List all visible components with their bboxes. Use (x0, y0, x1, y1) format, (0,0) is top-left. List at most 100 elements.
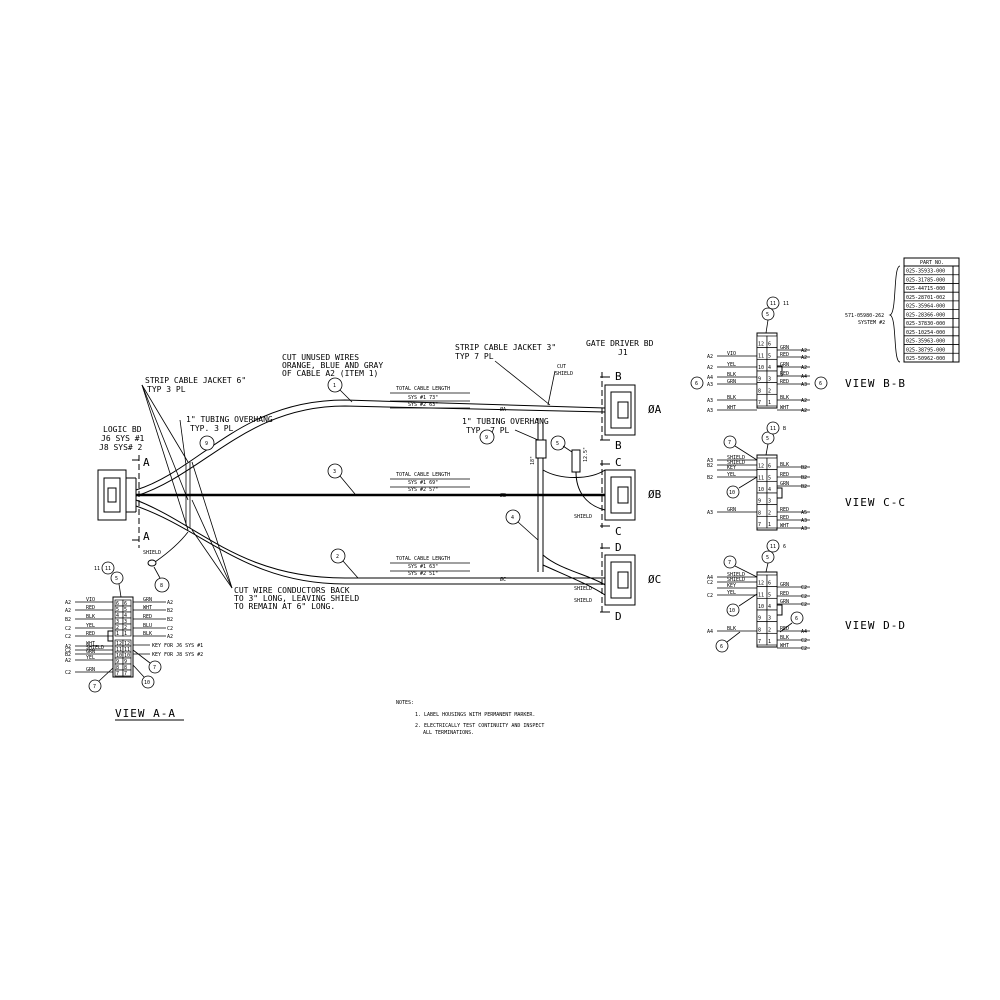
view-bb-pin-number: 7 (758, 400, 761, 406)
view-aa-title: VIEW A-A (115, 707, 176, 720)
note-strip-3-2: TYP 7 PL (455, 352, 494, 361)
view-aa-wire-id: B2 (65, 652, 71, 658)
view-aa-wire-id: C2 (65, 626, 71, 632)
view-cc-wire-color: RED (780, 507, 789, 513)
view-dd-wire-id: A4 (801, 629, 807, 635)
view-aa-pin-number: 12 (124, 641, 130, 647)
view-dd-pin-number: 6 (768, 581, 771, 587)
view-bb-wire-color: BLK (727, 395, 736, 401)
balloon-7-aa-left: 7 (88, 667, 114, 693)
section-letter-b-bottom: B (615, 439, 622, 452)
view-dd-pin-number: 2 (768, 627, 771, 633)
parts-row-text: 025-38795-000 (906, 347, 945, 353)
view-bb-wire-color: BLK (780, 395, 789, 401)
view-aa-wire-color: WHT (143, 605, 152, 611)
view-dd-wire-id: A4 (707, 629, 713, 635)
view-aa-pin-number: 9 (124, 659, 127, 665)
note-2-line-1: 2. ELECTRICALLY TEST CONTINUITY AND INSP… (415, 723, 544, 729)
balloon-6-dd-left-text: 6 (720, 644, 723, 650)
view-aa-wire-color: SHIELD (86, 645, 104, 651)
view-bb-pin-number: 10 (758, 365, 764, 371)
view-bb-wire-color: GRN (780, 362, 789, 368)
view-bb-wire-color: WHT (727, 405, 736, 411)
balloon-9-right: 9 (479, 429, 495, 445)
parts-row-text: 025-31785-000 (906, 277, 945, 283)
leader-cut-shield (547, 370, 556, 406)
view-cc-pin-number: 1 (768, 522, 771, 528)
view-bb-wire-id: A2 (801, 348, 807, 354)
view-dd-wire-color: KEY (727, 583, 736, 589)
cable-a (135, 399, 606, 497)
view-bb-wire-color: VIO (727, 351, 736, 357)
assembly-system: SYSTEM #2 (858, 320, 885, 326)
balloon-6-bb-right: 6 (814, 376, 828, 390)
balloon-10-cc: 10 (726, 476, 758, 499)
note-cut-shield-2: SHIELD (555, 371, 573, 377)
balloon-5-dd-text: 5 (766, 555, 769, 561)
view-dd-pin-cell (766, 632, 778, 646)
view-bb-wire-color: GRN (727, 379, 736, 385)
view-bb-pin-number: 4 (768, 365, 771, 371)
dim-12-5: 12.5" (583, 447, 589, 462)
view-cc-wire-color: SHIELD (727, 460, 745, 466)
view-aa-wire-id: A2 (65, 600, 71, 606)
parts-row-text: 025-28366-000 (906, 312, 945, 318)
note-strip-3-1: STRIP CABLE JACKET 3" (455, 343, 556, 352)
view-dd-wire-color: BLK (727, 626, 736, 632)
view-dd-wire-id: C2 (801, 594, 807, 600)
balloon-5-bb-text: 5 (766, 312, 769, 318)
view-dd-wire-color: GRN (780, 582, 789, 588)
balloon-5-cc: 5 (761, 431, 775, 456)
logic-bd-label-2: J6 SYS #1 (101, 434, 145, 443)
view-dd-wire-color: SHIELD (727, 577, 745, 583)
balloon-6-dd-left: 6 (715, 631, 741, 653)
balloon-8-text: 8 (160, 583, 163, 589)
view-aa-pin-number: 9 (116, 659, 119, 665)
view-aa-pin-number: 12 (116, 641, 122, 647)
note-cut-conductors-3: TO REMAIN AT 6" LONG. (234, 602, 335, 611)
junction-leaders (141, 384, 233, 589)
note-2-line-2: ALL TERMINATIONS. (423, 730, 474, 736)
balloon-11-aa: 11 (101, 561, 115, 575)
note-cut-conductors-1: CUT WIRE CONDUCTORS BACK (234, 586, 350, 595)
balloon-6-bb-left: 6 (690, 376, 704, 390)
view-aa-pin-number: 5 (124, 607, 127, 613)
balloon-7-cc: 7 (723, 435, 758, 461)
parts-header: PART NO. (920, 260, 944, 266)
view-cc-pin-number: 11 (758, 475, 764, 481)
view-dd-wire-color: WHT (780, 643, 789, 649)
balloon-6-dd-tag: 6 (783, 544, 786, 550)
gate-connector-c (600, 543, 636, 615)
balloon-9-left-text: 9 (205, 441, 208, 447)
parts-row-text: 025-35963-000 (906, 339, 945, 345)
balloon-5-cc-text: 5 (766, 436, 769, 442)
balloon-5: 5 (550, 435, 573, 453)
section-letter-b-top: B (615, 370, 622, 383)
note-strip-6-1: STRIP CABLE JACKET 6" (145, 376, 246, 385)
view-aa-pin-number: 8 (116, 665, 119, 671)
view-aa-wire-color: GRN (86, 649, 95, 655)
parts-brace (888, 265, 901, 363)
balloon-2: 2 (330, 548, 359, 579)
note-1: 1. LABEL HOUSINGS WITH PERMANENT MARKER. (415, 712, 535, 718)
balloon-6-dd-right: 6 (779, 611, 804, 633)
view-aa-wire-id: B2 (167, 617, 173, 623)
shield-label-c1: SHIELD (574, 586, 592, 592)
view-dd-wire-color: YEL (727, 590, 736, 596)
parts-row-text: 025-37830-000 (906, 321, 945, 327)
balloon-3-text: 3 (333, 469, 336, 475)
view-bb-pin-number: 1 (768, 400, 771, 406)
view-bb-wire-id: A4 (801, 374, 807, 380)
view-bb-wire-id: A3 (801, 382, 807, 388)
view-dd-pin-number: 10 (758, 604, 764, 610)
balloon-11-aa-text: 11 (105, 566, 111, 572)
view-aa-pin-number: 8 (124, 665, 127, 671)
cable-tag-c: ØC (500, 576, 506, 583)
view-bb-wire-color: RED (780, 352, 789, 358)
note-cut-unused-3: OF CABLE A2 (ITEM 1) (282, 369, 378, 378)
view-cc-pin-number: 7 (758, 522, 761, 528)
note-tubing-3-1: 1" TUBING OVERHANG (186, 415, 273, 424)
